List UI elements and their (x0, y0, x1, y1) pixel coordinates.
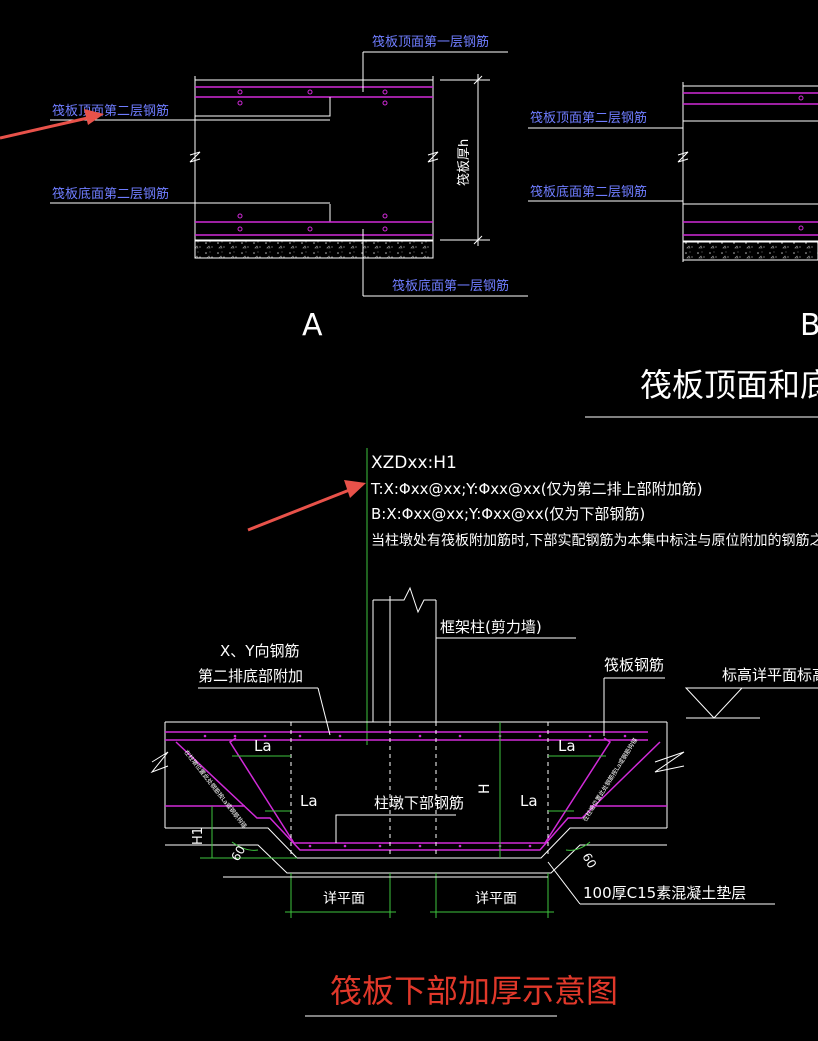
label-b-top-second-rebar: 筏板顶面第二层钢筋 (530, 110, 647, 126)
label-bottom-second-rebar: 筏板底面第二层钢筋 (52, 186, 169, 202)
pier-bottom-rebar-label: 柱墩下部钢筋 (374, 794, 464, 812)
figure-title: 筏板下部加厚示意图 (330, 972, 618, 1010)
la-label-right-bottom: La (520, 792, 538, 810)
detail-a: 筏板厚h 筏板顶面第一层钢筋 筏板顶面第二层钢筋 筏板底面第二层钢筋 筏板底面第… (50, 34, 528, 343)
thickness-label: 筏板厚h (456, 139, 472, 186)
break-symbol-right (427, 151, 439, 163)
bottom-rebar-dots (308, 844, 532, 848)
dim-h-label: H (477, 783, 493, 794)
bottom-second-marker (195, 204, 331, 223)
la-label-left-bottom: La (300, 792, 318, 810)
top-rebar-dots (237, 89, 388, 106)
label-b-bottom-second-rebar: 筏板底面第二层钢筋 (530, 184, 647, 200)
arrow-icon (247, 480, 366, 532)
slope-note-left: 在柱墩位置此处钢筋按La或钢筋钩锚 (182, 748, 248, 829)
annotation-line2: T:X:Φxx@xx;Y:Φxx@xx(仅为第二排上部附加筋) (370, 480, 703, 498)
elevation-symbol (684, 687, 744, 719)
label-bottom-first-rebar: 筏板底面第一层钢筋 (392, 278, 509, 294)
centerlines (290, 722, 549, 858)
top-rebar-dots (203, 734, 627, 738)
bottom-rebar-dots (237, 213, 388, 232)
detail-plan-label-right: 详平面 (475, 891, 517, 907)
xy-rebar-label: X、Y向钢筋 (220, 642, 299, 660)
detail-a-letter: A (302, 308, 323, 343)
detail-b: 筏板顶面第二层钢筋 筏板底面第二层钢筋 B (528, 82, 818, 343)
pier-bottom-outline (165, 827, 667, 859)
pier-bottom-rebar (228, 737, 612, 844)
column-break-symbol (373, 586, 436, 614)
pier-slope-rebar (175, 741, 661, 851)
annotation-line1: XZDxx:H1 (371, 453, 457, 473)
section-title: 筏板顶面和底面钢 (640, 366, 818, 404)
slope-note-right: 在柱墩位置此处钢筋按La或钢筋钩锚 (581, 737, 639, 824)
cushion-outline (165, 844, 667, 874)
detail-plan-label-left: 详平面 (323, 891, 365, 907)
cushion-hatch (194, 240, 434, 259)
annotation-line4: 当柱墩处有筏板附加筋时,下部实配钢筋为本集中标注与原位附加的钢筋之和 (371, 532, 818, 549)
arrow-icon (0, 109, 104, 140)
annotation-line3: B:X:Φxx@xx;Y:Φxx@xx(仅为下部钢筋) (371, 505, 645, 523)
la-label-right-top: La (558, 737, 576, 755)
thickening-detail: XZDxx:H1 T:X:Φxx@xx;Y:Φxx@xx(仅为第二排上部附加筋)… (150, 448, 818, 918)
column-label: 框架柱(剪力墙) (440, 618, 542, 636)
label-top-second-rebar: 筏板顶面第二层钢筋 (52, 103, 169, 119)
dim-h1-label: H1 (191, 827, 206, 845)
elevation-label: 标高详平面标高结 (722, 666, 818, 684)
break-symbol-left (189, 151, 201, 163)
second-row-label: 第二排底部附加 (198, 667, 303, 685)
cushion-label: 100厚C15素混凝土垫层 (583, 884, 746, 902)
label-top-first-rebar: 筏板顶面第一层钢筋 (372, 34, 489, 50)
raft-rebar-label: 筏板钢筋 (604, 656, 664, 674)
detail-b-letter: B (800, 308, 818, 343)
la-label-left-top: La (254, 737, 272, 755)
top-second-marker (195, 97, 331, 117)
angle-label-right: 60 (579, 851, 599, 871)
angle-label-left: 60 (228, 843, 248, 863)
